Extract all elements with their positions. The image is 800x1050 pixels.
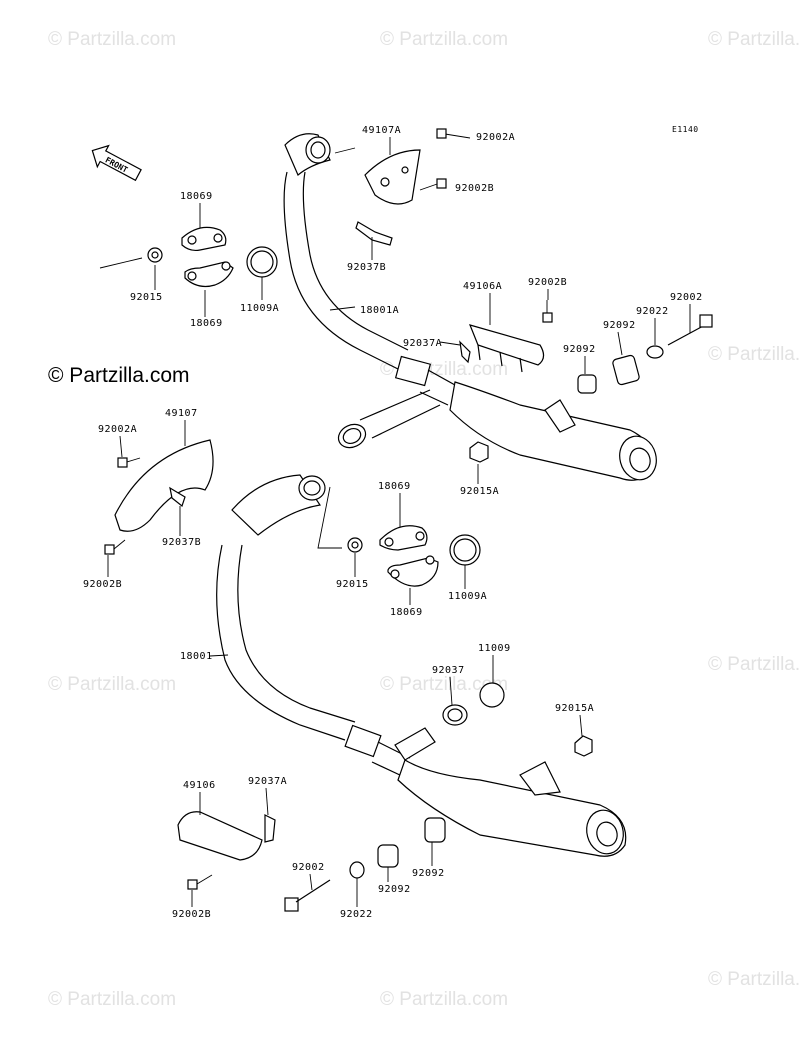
exhaust-pipe-18001A — [283, 133, 657, 481]
part-label: 92092 — [603, 320, 636, 331]
part-label: 92037A — [403, 338, 442, 349]
heat-guard-49107 — [114, 439, 214, 532]
part-label: 92002A — [476, 132, 515, 143]
part-label: 18001 — [180, 651, 213, 662]
part-label: 92015 — [336, 579, 369, 590]
bolt-92002B-left — [104, 539, 126, 555]
part-label: 92002B — [528, 277, 567, 288]
watermark-text: © Partzilla.com — [48, 674, 176, 695]
leader-line — [334, 147, 356, 154]
clamp-92037A-low — [264, 814, 276, 843]
watermark-text: © Partzilla.com — [708, 29, 800, 50]
heat-guard-49106 — [177, 811, 263, 861]
bolt-92002A-left — [117, 457, 141, 468]
part-label: 18001A — [360, 305, 399, 316]
leader-lines — [107, 137, 691, 907]
clamp-92037B-top — [355, 221, 393, 246]
leader-line — [317, 486, 342, 549]
flange-18069-top-lower — [184, 261, 234, 288]
watermark-text: © Partzilla.com — [48, 29, 176, 50]
part-label: 18069 — [180, 191, 213, 202]
washer-92022-low — [349, 861, 365, 879]
bolt-92002-top — [667, 314, 713, 346]
nut-92015-top — [147, 247, 163, 263]
part-label: 92002B — [172, 909, 211, 920]
watermark-text: © Partzilla.com — [380, 989, 508, 1010]
part-label: 92002 — [292, 862, 325, 873]
clamp-92037B-left — [169, 486, 186, 508]
damper-92092-a — [577, 374, 597, 394]
watermark-text: © Partzilla.com — [708, 969, 800, 990]
clamp-92037 — [442, 704, 468, 726]
part-label: 92015A — [555, 703, 594, 714]
part-label: 92002B — [455, 183, 494, 194]
damper-92092-b — [612, 354, 640, 386]
collar-11009 — [479, 682, 505, 708]
damper-92092-d — [424, 817, 446, 843]
part-label: 11009A — [448, 591, 487, 602]
damper-92092-c — [377, 844, 399, 868]
part-label: 92037B — [347, 262, 386, 273]
exhaust-pipe-18001 — [216, 474, 627, 857]
heat-guard-49106A — [468, 324, 545, 373]
part-label: 92022 — [636, 306, 669, 317]
part-label: 92002 — [670, 292, 703, 303]
part-label: 49107A — [362, 125, 401, 136]
watermark-text: © Partzilla.com — [48, 989, 176, 1010]
watermark-text: © Partzilla.com — [380, 29, 508, 50]
gasket-11009A-top — [246, 246, 278, 278]
part-label: 92002B — [83, 579, 122, 590]
gasket-11009A-mid — [449, 534, 481, 566]
part-labels: 49107A 92002A 92002B 92037B 18069 92015 … — [83, 125, 703, 920]
part-label: 18069 — [390, 607, 423, 618]
part-label: 92037A — [248, 776, 287, 787]
watermark-text: © Partzilla.com — [380, 674, 508, 695]
watermark-text: © Partzilla.com — [708, 654, 800, 675]
part-label: 49106 — [183, 780, 216, 791]
flange-18069-mid-upper — [379, 525, 428, 551]
part-label: 92037 — [432, 665, 465, 676]
watermark-text: © Partzilla.com — [708, 344, 800, 365]
part-label: 92022 — [340, 909, 373, 920]
part-label: 92037B — [162, 537, 201, 548]
heat-guard-49107A — [364, 149, 421, 205]
part-label: 49106A — [463, 281, 502, 292]
part-label: 49107 — [165, 408, 198, 419]
bolt-92002B-low — [187, 874, 213, 890]
front-arrow-icon: FRONT — [91, 144, 142, 182]
watermark-main: © Partzilla.com — [48, 364, 190, 387]
part-label: 92015 — [130, 292, 163, 303]
part-label: 18069 — [378, 481, 411, 492]
part-label: 92092 — [563, 344, 596, 355]
flange-18069-top-upper — [181, 226, 227, 252]
clamp-92037A-top — [459, 340, 471, 364]
washer-92022-top — [646, 345, 664, 359]
nut-92015-mid — [347, 537, 363, 553]
diagram-id: E1140 — [672, 125, 699, 134]
part-label: 11009 — [478, 643, 511, 654]
leader-line — [99, 257, 143, 269]
part-label: 92002A — [98, 424, 137, 435]
part-label: 18069 — [190, 318, 223, 329]
part-label: 92015A — [460, 486, 499, 497]
nut-92015A-low — [574, 735, 593, 757]
part-label: 92092 — [412, 868, 445, 879]
watermarks: © Partzilla.com © Partzilla.com © Partzi… — [48, 29, 800, 1010]
bolt-92002B-mid — [542, 300, 553, 323]
bolt-92002-low — [284, 879, 331, 912]
bolt-92002A-top — [436, 128, 471, 139]
flange-18069-mid-lower — [387, 555, 439, 587]
nut-92015A-top — [469, 441, 489, 463]
part-label: 92092 — [378, 884, 411, 895]
part-label: 11009A — [240, 303, 279, 314]
bolt-92002B-top — [419, 178, 447, 191]
